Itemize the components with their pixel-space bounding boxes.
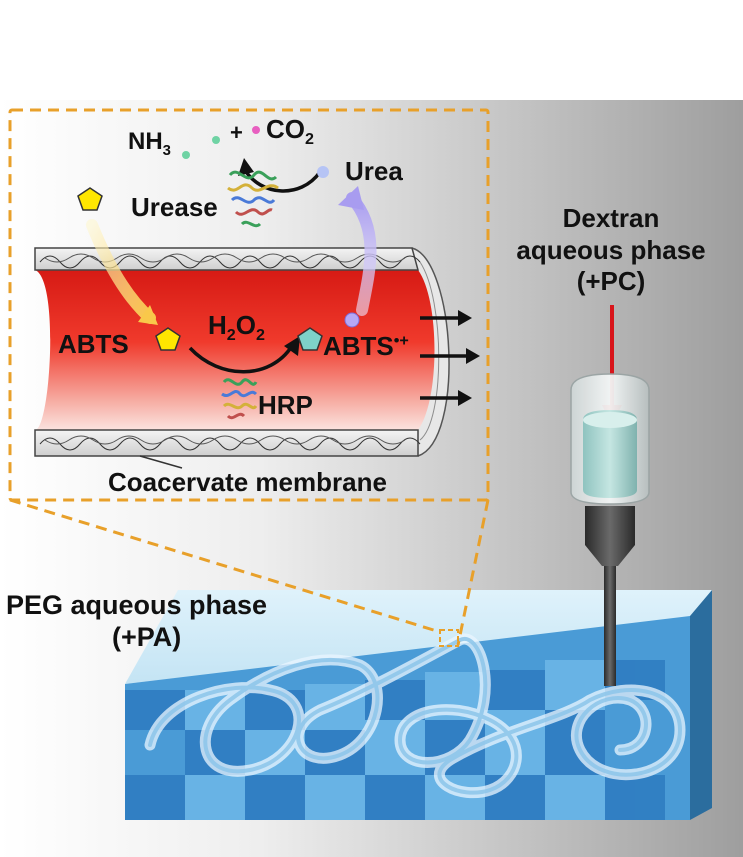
- printing-bath: [125, 590, 712, 820]
- inset-panel: [8, 108, 490, 502]
- co2-sphere-icon: [252, 126, 260, 134]
- top-wall: [34, 247, 419, 271]
- printed-filament: [144, 633, 686, 799]
- abts-radical-label: ABTS•+: [323, 331, 409, 361]
- abts-label-left: ABTS: [58, 329, 129, 359]
- peg-label-line1: PEG aqueous phase: [6, 590, 268, 620]
- nh3-label: NH3: [128, 128, 171, 159]
- bath-side-face: [690, 590, 712, 820]
- abts-pentagon-icon-inside: [155, 327, 181, 351]
- urease-label: Urease: [131, 192, 218, 222]
- plus-label: +: [230, 120, 243, 145]
- small-sphere-icon: [212, 136, 220, 144]
- substrate-influx-arrow: [86, 219, 156, 324]
- nh3-sphere-icon: [182, 151, 190, 159]
- zoom-lines: [9, 498, 490, 647]
- hrp-label: HRP: [258, 390, 313, 420]
- needle: [604, 566, 616, 686]
- peg-label-line2: (+PA): [112, 622, 182, 652]
- dextran-label-line1: Dextran: [562, 203, 660, 233]
- hrp-reaction-arrow: [188, 345, 294, 374]
- urea-sphere-icon: [317, 166, 329, 178]
- urease-enzyme-icon: [227, 170, 279, 228]
- membrane-label: Coacervate membrane: [108, 467, 387, 497]
- abts-pentagon-icon: [77, 187, 103, 211]
- co2-label: CO2: [266, 114, 314, 149]
- bath-top-face: [125, 590, 712, 684]
- dextran-liquid: [583, 410, 637, 498]
- abts-radical-pentagon-icon: [297, 327, 323, 351]
- nozzle-hub: [585, 506, 635, 566]
- dextran-label-line2: aqueous phase: [516, 235, 706, 265]
- membrane-pointer: [139, 455, 183, 469]
- radical-sphere-icon: [344, 312, 360, 328]
- h2o2-label: H2O2: [208, 310, 265, 345]
- outflow-arrows: [420, 310, 480, 406]
- printing-nozzle: [570, 373, 650, 686]
- dextran-label-line3: (+PC): [576, 266, 646, 296]
- urea-label: Urea: [345, 156, 403, 186]
- hrp-enzyme-icon: [221, 378, 258, 420]
